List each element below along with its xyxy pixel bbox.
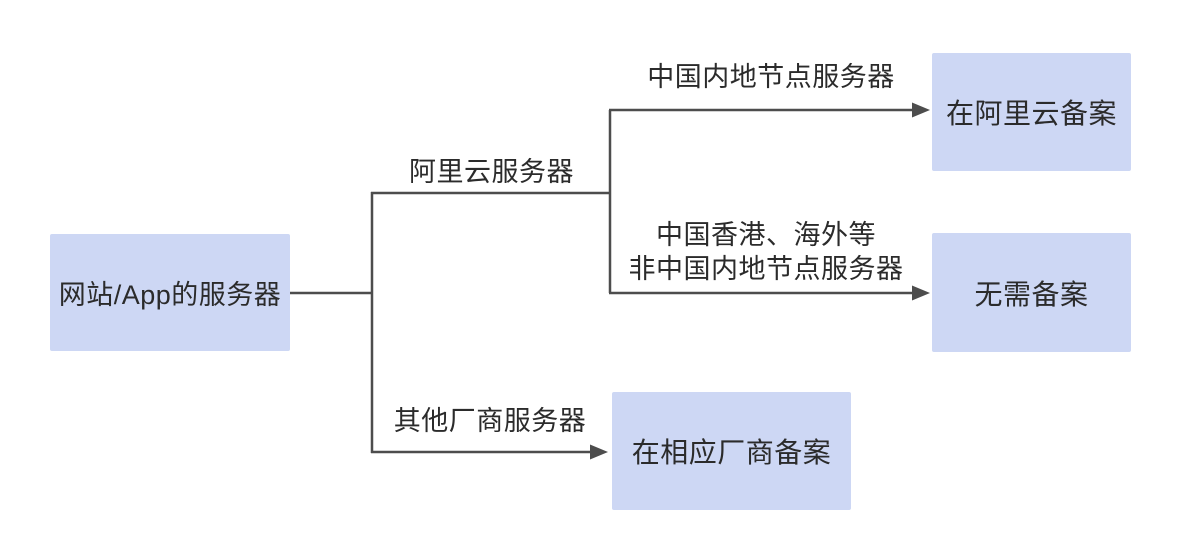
node-root-server: 网站/App的服务器 <box>50 234 290 351</box>
branch-label-mainland-node: 中国内地节点服务器 <box>611 60 931 94</box>
node-result-aliyun-label: 在阿里云备案 <box>945 98 1117 129</box>
branch-label-other-vendor: 其他厂商服务器 <box>372 404 608 438</box>
arrowhead-mainland-icon <box>912 102 930 118</box>
branch-label-overseas-node: 中国香港、海外等 非中国内地节点服务器 <box>596 218 936 286</box>
node-result-aliyun-filing: 在阿里云备案 <box>932 53 1131 171</box>
branch-label-mainland-text: 中国内地节点服务器 <box>647 62 895 92</box>
branch-label-overseas-line1: 中国香港、海外等 <box>656 220 876 250</box>
node-result-no-filing: 无需备案 <box>932 233 1131 352</box>
branch-label-overseas-line2: 非中国内地节点服务器 <box>628 254 904 284</box>
branch-label-aliyun: 阿里云服务器 <box>372 155 611 189</box>
node-result-no-filing-label: 无需备案 <box>974 278 1089 310</box>
branch-label-vendor-text: 其他厂商服务器 <box>393 406 587 436</box>
node-result-vendor-label: 在相应厂商备案 <box>631 437 832 468</box>
arrowhead-vendor-icon <box>590 444 608 460</box>
arrowhead-overseas-icon <box>912 285 930 301</box>
branch-label-aliyun-text: 阿里云服务器 <box>409 157 574 187</box>
node-result-vendor-filing: 在相应厂商备案 <box>612 392 851 510</box>
node-root-label: 网站/App的服务器 <box>58 280 282 310</box>
